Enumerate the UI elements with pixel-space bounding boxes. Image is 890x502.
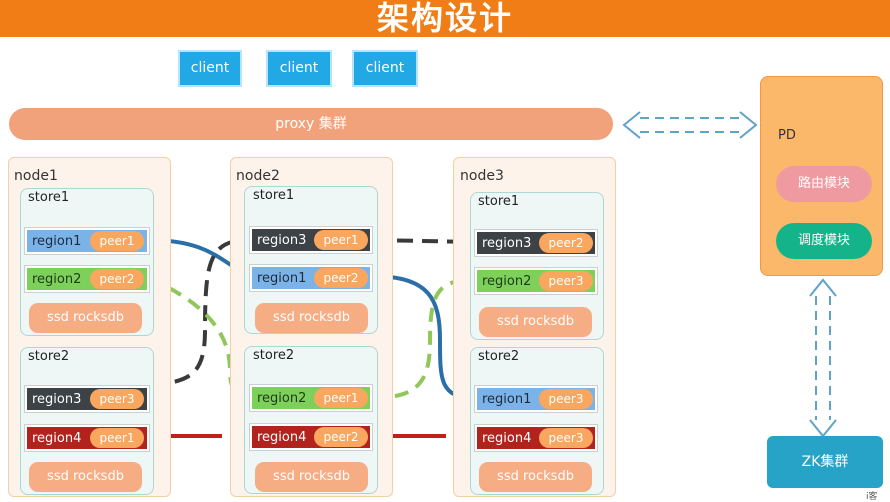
store-label: store2	[253, 348, 295, 363]
peer-badge: peer2	[539, 233, 593, 253]
ssd-rocksdb: ssd rocksdb	[255, 462, 368, 492]
region-name: region4	[32, 431, 82, 446]
node-label: node3	[460, 168, 504, 184]
ssd-rocksdb: ssd rocksdb	[479, 307, 592, 337]
peer-badge: peer1	[314, 388, 368, 408]
peer-badge: peer3	[539, 389, 593, 409]
ssd-rocksdb: ssd rocksdb	[255, 303, 368, 333]
pd-label: PD	[778, 128, 796, 143]
region-name: region3	[482, 236, 532, 251]
region-name: region1	[482, 392, 532, 407]
pd-zk-arrow	[809, 278, 837, 438]
peer-badge: peer1	[90, 428, 144, 448]
region3-link-a	[149, 238, 251, 387]
store-label: store1	[253, 188, 295, 203]
peer-badge: peer3	[539, 428, 593, 448]
client-box-3: client	[352, 50, 418, 87]
peer-badge: peer1	[314, 230, 368, 250]
client-box-2: client	[266, 50, 332, 87]
region-name: region3	[257, 233, 307, 248]
region2-link-b	[371, 278, 476, 400]
proxy-cluster: proxy 集群	[9, 108, 613, 140]
node-label: node1	[14, 168, 58, 184]
region-name: region4	[482, 431, 532, 446]
ssd-rocksdb: ssd rocksdb	[29, 462, 142, 492]
title-bar	[0, 0, 890, 37]
region-name: region3	[32, 392, 82, 407]
store-label: store2	[478, 349, 520, 364]
region-name: region2	[257, 391, 307, 406]
route-module: 路由模块	[776, 166, 872, 202]
proxy-pd-arrow	[622, 111, 758, 139]
ssd-rocksdb: ssd rocksdb	[479, 462, 592, 492]
peer-badge: peer3	[539, 271, 593, 291]
peer-badge: peer1	[90, 231, 144, 251]
peer-badge: peer2	[314, 268, 368, 288]
region-name: region2	[482, 274, 532, 289]
zk-cluster: ZK集群	[767, 436, 883, 488]
region-block: region4	[25, 425, 149, 451]
region-name: region1	[32, 234, 82, 249]
peer-badge: peer2	[90, 269, 144, 289]
store-label: store2	[28, 349, 70, 364]
store-label: store1	[478, 194, 520, 209]
ssd-rocksdb: ssd rocksdb	[29, 303, 142, 333]
peer-badge: peer3	[90, 389, 144, 409]
peer-badge: peer2	[314, 427, 368, 447]
page-title: 架构设计	[376, 0, 513, 37]
region1-link-b	[371, 274, 476, 400]
schedule-module: 调度模块	[776, 223, 872, 259]
client-box-1: client	[178, 50, 242, 87]
node-label: node2	[236, 168, 280, 184]
region-name: region2	[32, 272, 82, 287]
region2-link-a	[147, 276, 251, 400]
corner-watermark: i客	[866, 492, 878, 502]
store-label: store1	[28, 190, 70, 205]
region-name: region1	[257, 271, 307, 286]
region-name: region4	[257, 430, 307, 445]
